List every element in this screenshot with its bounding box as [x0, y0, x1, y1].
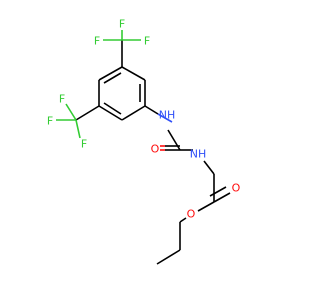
side-chain [144, 105, 231, 265]
ring-bond [121, 66, 146, 81]
n-bond [157, 113, 173, 123]
c-o-single-bond [197, 201, 215, 212]
fluorine-atom: F [144, 35, 150, 48]
benzene-ring [98, 66, 146, 121]
c-o-double-bond [213, 192, 231, 203]
fluorine-atom: F [119, 18, 125, 31]
oxygen-atom: O [151, 143, 160, 156]
ring-bond [98, 66, 123, 81]
cf3-bond [75, 105, 100, 121]
cf-bond [65, 103, 77, 121]
fluorine-atom: F [59, 93, 65, 106]
aryl-n-bond [144, 105, 159, 115]
fluorine-atom: F [81, 138, 87, 151]
c-o-double-bond [209, 186, 227, 197]
ring-bond [121, 105, 146, 121]
ch3-bond [156, 249, 181, 265]
amine-nh-label: NH [190, 148, 207, 161]
o-ch2-bond [179, 217, 187, 223]
ring-bond-inner [103, 72, 122, 84]
fluorine-atom: F [94, 35, 100, 48]
oxygen-atom: O [232, 182, 241, 195]
fluorine-atom: F [47, 115, 53, 128]
trifluoromethyl-top [103, 30, 141, 67]
trifluoromethyl-left [56, 103, 100, 139]
n-ch2-bond [203, 160, 215, 175]
ring-bond [98, 105, 123, 121]
ring-bond-inner [103, 102, 122, 115]
molecule-canvas: F F F F F F NH NH O O O [46, 17, 241, 265]
amine-nh-label: NH [159, 109, 176, 122]
structure-diagram: F F F F F F NH NH O O O [47, 18, 241, 265]
nh-c-bond [167, 129, 181, 151]
cf-bond [75, 119, 81, 139]
oxygen-atom: O [187, 208, 196, 221]
